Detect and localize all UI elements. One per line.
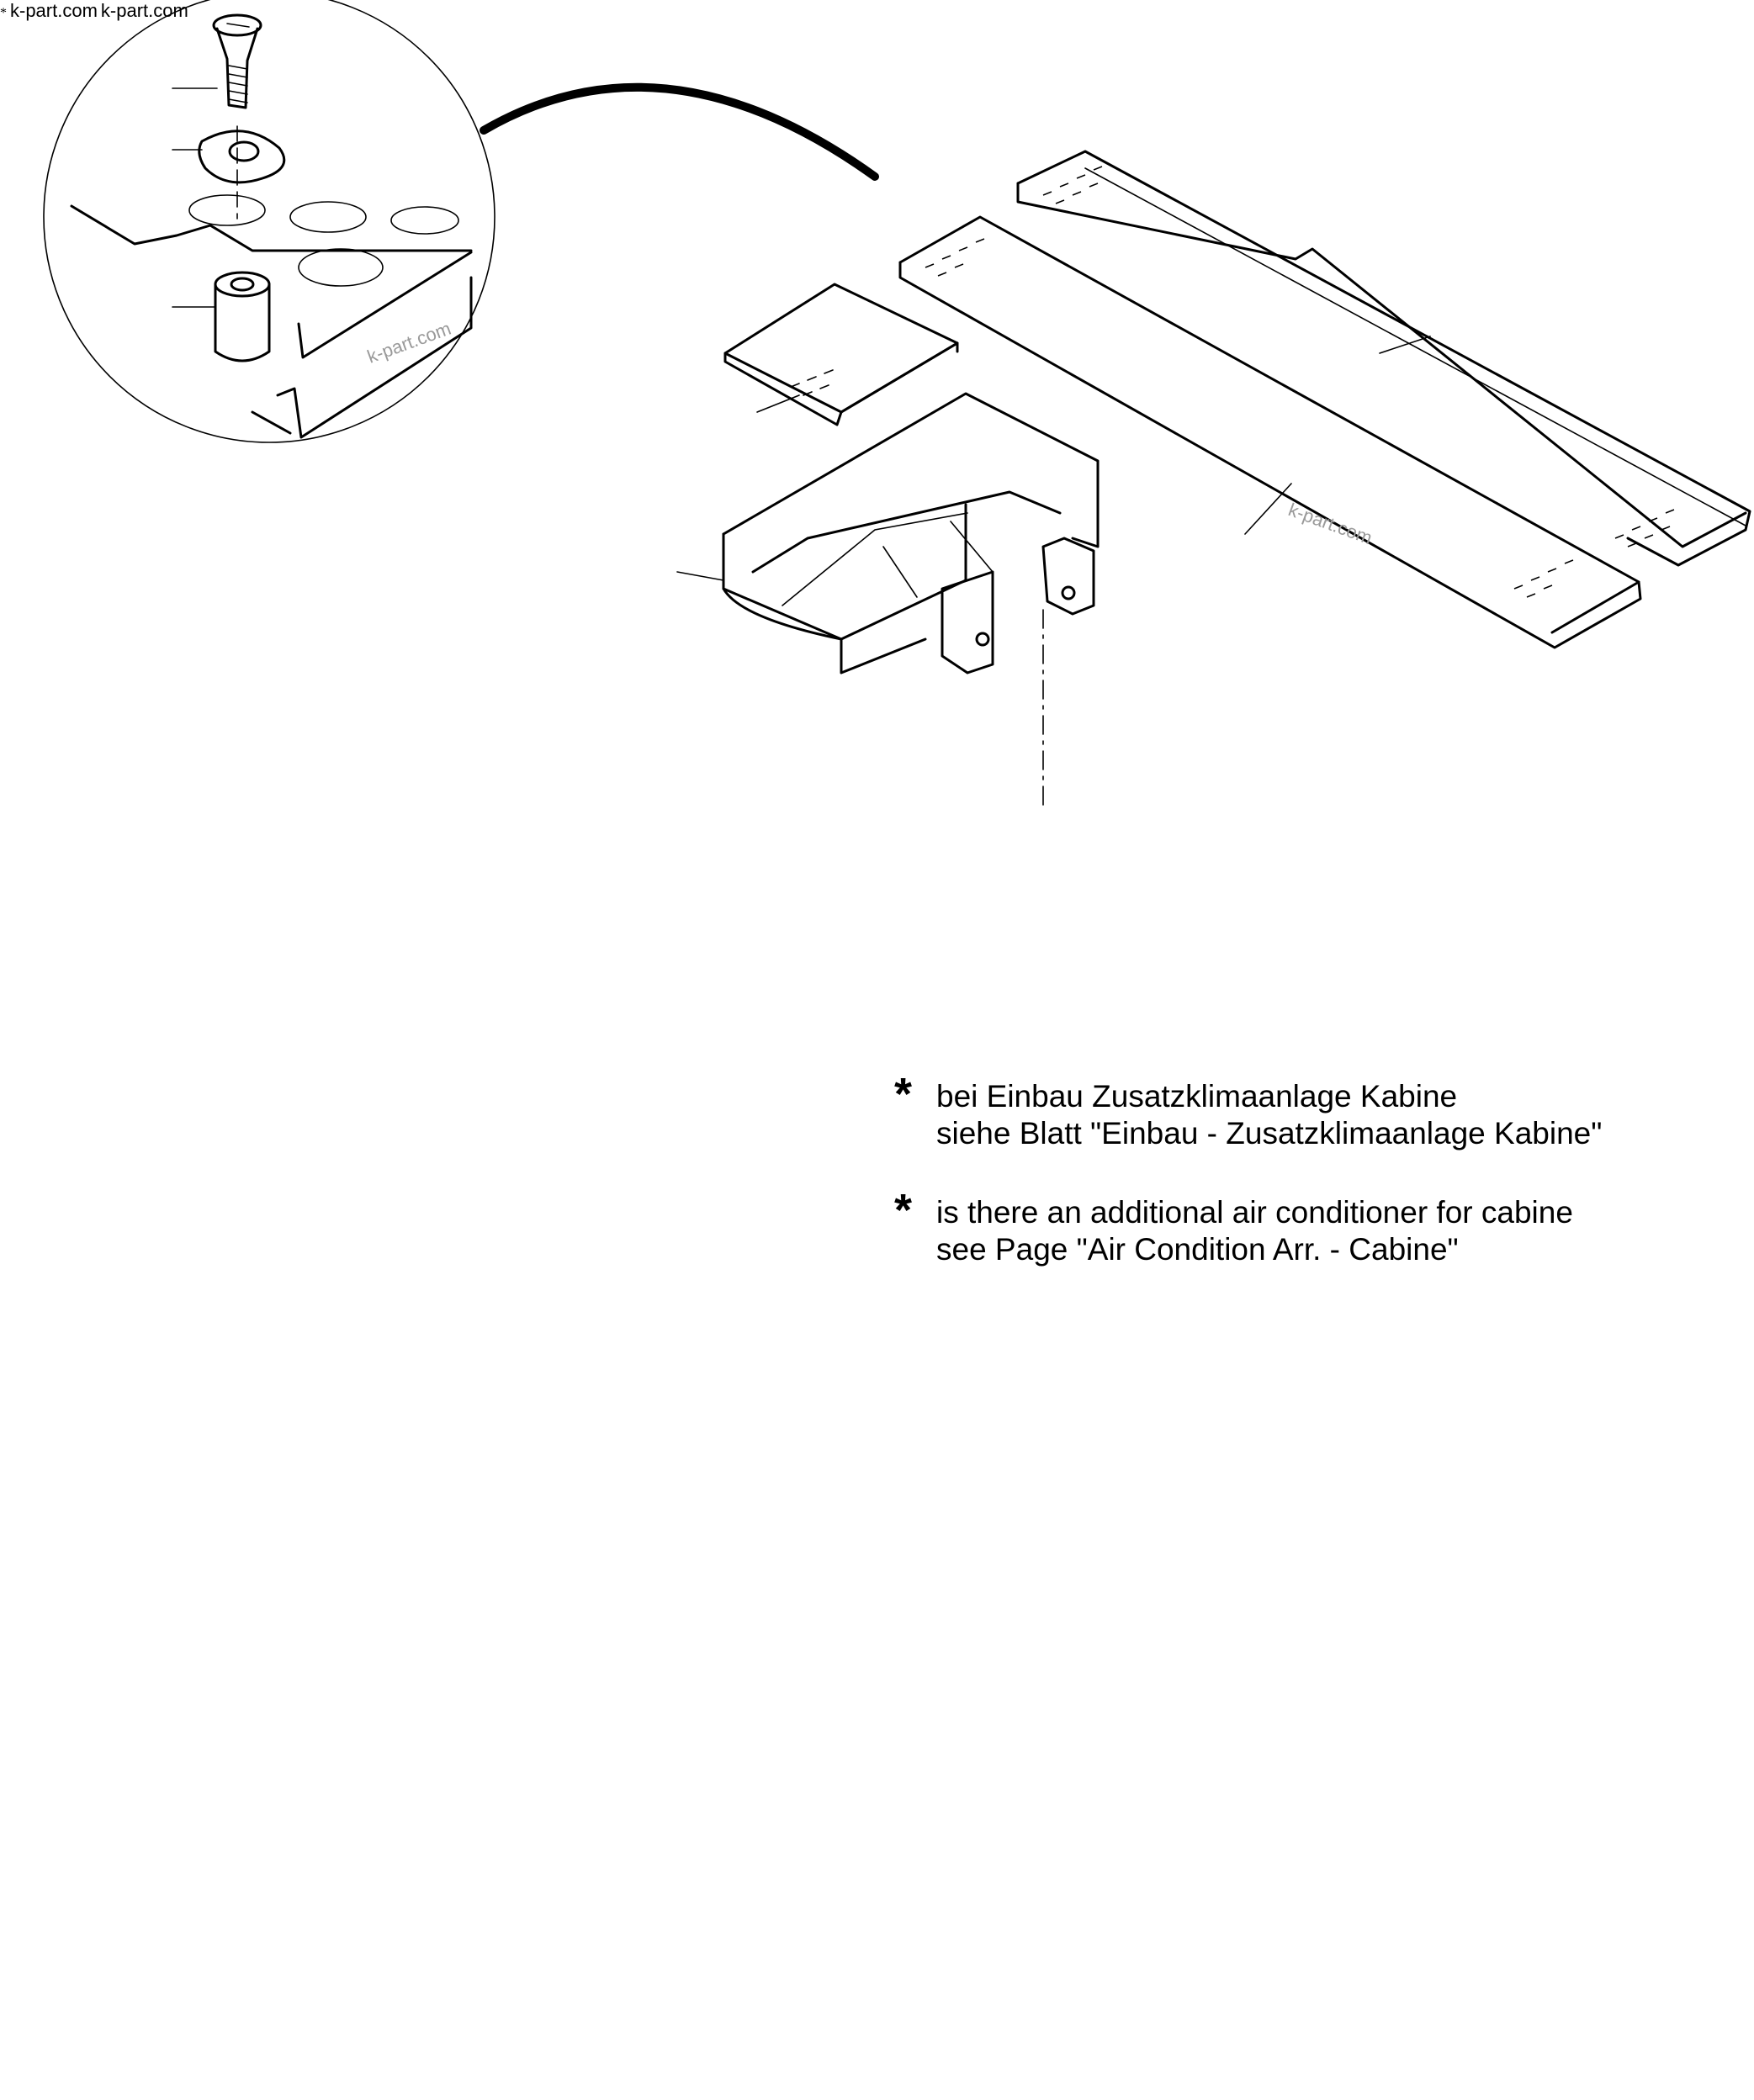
countersunk-screw xyxy=(212,13,262,109)
watermark-2: k-part.com xyxy=(1285,499,1375,548)
note-2-line-2: see Page "Air Condition Arr. - Cabine" xyxy=(936,1232,1459,1267)
watermark-3: k-part.com xyxy=(10,0,98,21)
note-1-line-2: siehe Blatt "Einbau - Zusatzklimaanlage … xyxy=(936,1116,1603,1151)
watermark-4: k-part.com xyxy=(100,0,188,21)
note-1-line-1: bei Einbau Zusatzklimaanlage Kabine xyxy=(936,1079,1458,1113)
assembly-callout-arc: k-part.com k-part.com * bei Einbau Zusat… xyxy=(10,0,1602,1267)
note-2-asterisk: * xyxy=(894,1185,913,1235)
beam-callout-arc: k-part.com * bei Einbau Zusatzklimaanlag… xyxy=(101,0,1602,1267)
small-cover-plate xyxy=(723,283,959,426)
long-cover-perforations xyxy=(925,166,1675,598)
spacer-sleeve xyxy=(214,271,271,362)
assembly-asterisk: * xyxy=(0,6,7,20)
cup-washer xyxy=(198,130,286,184)
perforated-panel-section xyxy=(70,194,473,439)
detail-callout-arc xyxy=(480,82,879,181)
watermark-1: k-part.com xyxy=(364,318,453,368)
note-2-line-1: is there an additional air conditioner f… xyxy=(936,1195,1573,1230)
note-1-asterisk: * xyxy=(894,1069,913,1119)
long-cover-plate-rear xyxy=(1016,150,1751,567)
long-cover-plate-front xyxy=(898,215,1642,649)
bracket-tray-assembly xyxy=(676,392,1100,808)
detail-circle: k-part.com xyxy=(43,0,495,443)
